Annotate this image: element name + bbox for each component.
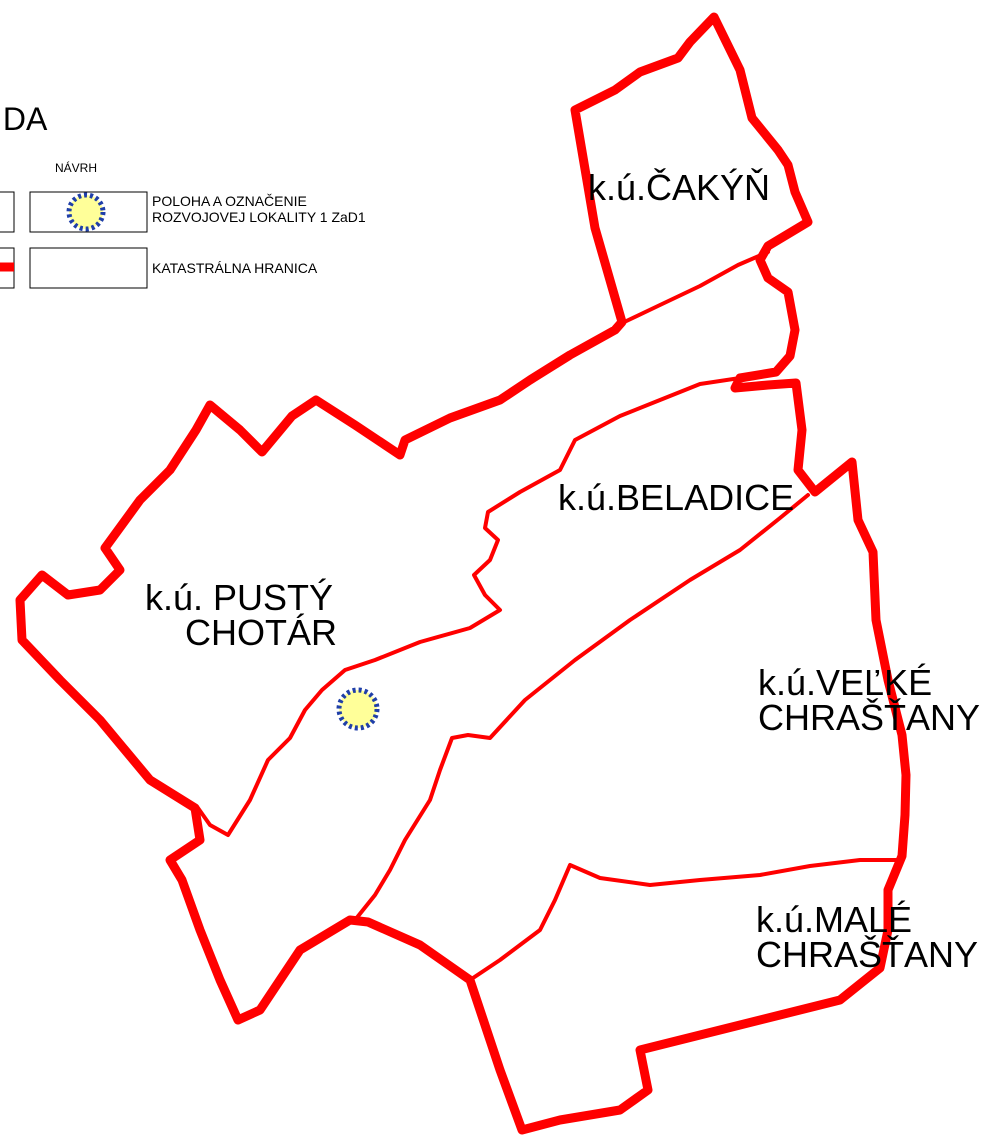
label-velke-chrastany-line1: k.ú.VEĽKÉ: [758, 662, 932, 703]
legend-item-2-line1: KATASTRÁLNA HRANICA: [152, 260, 318, 276]
legend-current-box: [0, 191, 15, 233]
legend-item-1-line1: POLOHA A OZNAČENIE: [152, 193, 307, 209]
boundary-cakyn-beladice: [616, 250, 770, 327]
development-site-1-zad1-marker[interactable]: [336, 687, 380, 731]
legend-title: IDA: [0, 101, 48, 137]
label-pusty-chotar-line2: CHOTÁR: [185, 612, 337, 653]
boundary-beladice-velke-chrastany: [353, 493, 810, 922]
label-pusty-chotar-line1: k.ú. PUSTÝ: [145, 577, 333, 618]
legend-proposal-box-2: [29, 247, 148, 289]
label-velke-chrastany-line2: CHRAŠŤANY: [758, 697, 980, 738]
legend-column-header: NÁVRH: [55, 160, 97, 175]
label-cakyn: k.ú.ČAKÝŇ: [588, 167, 770, 208]
boundary-velke-male-chrastany: [468, 858, 904, 982]
development-site-marker-icon: [66, 192, 106, 232]
outer-cadastral-boundary: [15, 12, 911, 1135]
map-legend: IDA NÁVRH POLOHA A OZNAČENIE ROZVOJOVEJ …: [0, 101, 366, 289]
label-male-chrastany-line2: CHRAŠŤANY: [756, 934, 978, 975]
legend-item-1-line2: ROZVOJOVEJ LOKALITY 1 ZaD1: [152, 209, 366, 225]
boundary-beladice-pusty-chotar-north: [196, 376, 742, 837]
label-male-chrastany-line1: k.ú.MALÉ: [756, 899, 912, 940]
legend-proposal-box: [29, 191, 148, 233]
label-beladice: k.ú.BELADICE: [558, 477, 794, 518]
